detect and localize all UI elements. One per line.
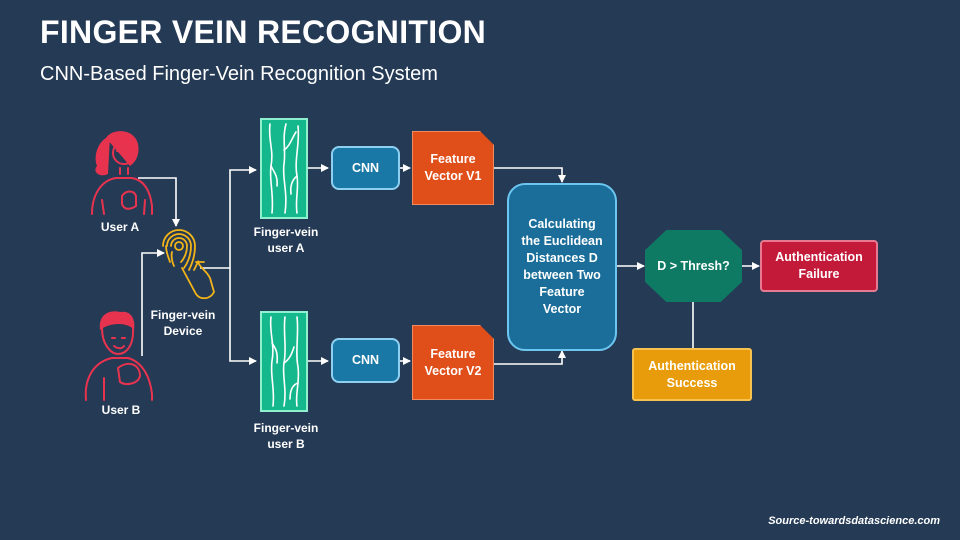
- vein-a-label-line2: user A: [267, 241, 305, 256]
- arrow-user-a-to-device: [138, 177, 180, 227]
- fingerprint-hand-icon: [162, 229, 215, 300]
- success-line1: Authentication: [648, 358, 736, 373]
- user-a-label: User A: [100, 220, 140, 234]
- device-label: Finger-vein Device: [151, 307, 216, 339]
- device-label-line2: Device: [163, 324, 203, 339]
- authentication-failure-node: Authentication Failure: [760, 240, 878, 292]
- arrow-feature-v2-to-calc: [494, 350, 566, 365]
- arrow-device-to-vein-a: [229, 166, 257, 268]
- arrow-feature-v1-to-calc: [494, 167, 566, 183]
- feature-v2-line2: Vector V2: [424, 363, 482, 378]
- calc-line-2: the Euclidean: [521, 234, 603, 249]
- calc-line-3: Distances D: [526, 251, 598, 266]
- vein-image-icon: [269, 316, 300, 407]
- man-user-icon: [84, 311, 153, 401]
- arrow-device-to-vein-b: [229, 268, 257, 365]
- vein-a-label: Finger-vein user A: [254, 224, 319, 256]
- calc-line-4: between Two: [523, 268, 601, 282]
- vein-image-icon: [268, 123, 300, 214]
- feature-v1-line1: Feature: [430, 152, 476, 167]
- user-b-label: User B: [101, 403, 141, 417]
- euclidean-distance-node: Calculating the Euclidean Distances D be…: [507, 183, 617, 351]
- cnn-bottom-node: CNN: [331, 338, 400, 383]
- failure-line1: Authentication: [775, 250, 863, 265]
- success-line2: Success: [666, 375, 718, 390]
- feature-v1-line2: Vector V1: [424, 169, 482, 183]
- vein-b-label: Finger-vein user B: [254, 420, 319, 452]
- feature-vector-v1-node: Feature Vector V1: [412, 131, 494, 205]
- woman-user-icon: [91, 131, 153, 215]
- source-citation: Source-towardsdatascience.com: [768, 515, 940, 527]
- threshold-decision-node: D > Thresh?: [645, 230, 742, 302]
- vein-image-user-a: [260, 118, 308, 219]
- failure-line2: Failure: [798, 267, 840, 281]
- device-label-line1: Finger-vein: [150, 308, 216, 322]
- feature-vector-v2-node: Feature Vector V2: [412, 325, 494, 400]
- arrow-user-b-to-device: [141, 249, 165, 356]
- authentication-success-node: Authentication Success: [632, 348, 752, 401]
- calc-line-5: Feature: [539, 284, 585, 299]
- cnn-top-node: CNN: [331, 146, 400, 190]
- vein-a-label-line1: Finger-vein: [253, 225, 319, 239]
- slide-subtitle: CNN-Based Finger-Vein Recognition System: [40, 63, 438, 85]
- vein-image-user-b: [260, 311, 308, 412]
- calc-line-6: Vector: [542, 301, 582, 316]
- calc-line-1: Calculating: [528, 217, 596, 232]
- slide-title: FINGER VEIN RECOGNITION: [40, 14, 487, 50]
- feature-v2-line1: Feature: [430, 346, 476, 361]
- vein-b-label-line1: Finger-vein: [253, 421, 319, 435]
- vein-b-label-line2: user B: [267, 437, 305, 452]
